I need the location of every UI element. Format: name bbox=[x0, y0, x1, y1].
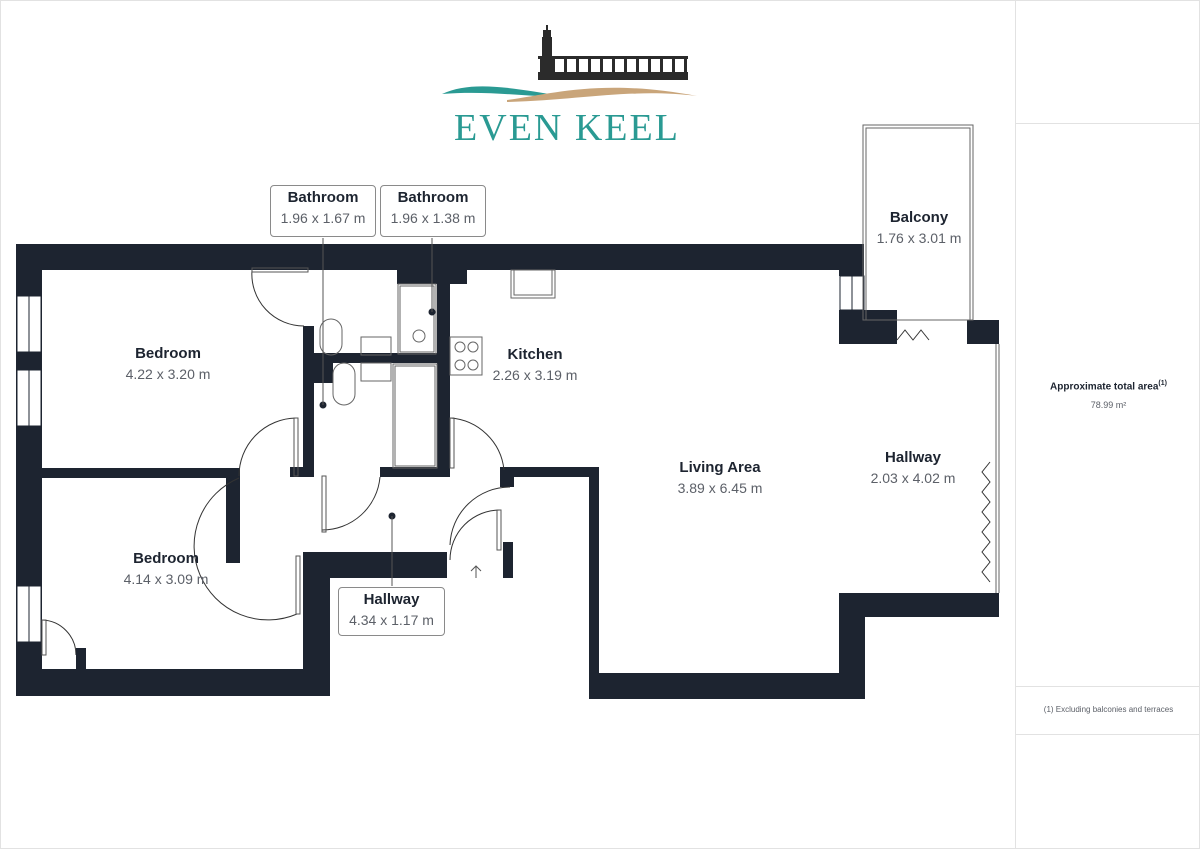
brand-name: EVEN KEEL bbox=[454, 107, 680, 149]
room-dims: 4.14 x 3.09 m bbox=[123, 571, 209, 587]
callout-hallway-1: Hallway 4.34 x 1.17 m bbox=[338, 587, 445, 636]
room-label-bedroom-1: Bedroom 4.22 x 3.20 m bbox=[126, 344, 211, 384]
room-dims: 1.76 x 3.01 m bbox=[876, 230, 962, 246]
room-dims: 2.03 x 4.02 m bbox=[870, 470, 956, 486]
room-name: Bathroom bbox=[287, 189, 359, 206]
footnote: (1) Excluding balconies and terraces bbox=[1043, 705, 1174, 714]
divider bbox=[1016, 734, 1200, 735]
room-name: Kitchen bbox=[507, 346, 563, 363]
summary-panel: Approximate total area(1) 78.99 m² (1) E… bbox=[1015, 0, 1200, 849]
area-title: Approximate total area(1) bbox=[1016, 380, 1200, 392]
brand-logo: EVEN KEEL bbox=[432, 22, 702, 150]
wall-bottom-left bbox=[16, 669, 330, 696]
room-name: Bedroom bbox=[133, 550, 199, 567]
floor-plan: EVEN KEEL Bedroom 4.22 x 3.20 m Bedroom … bbox=[16, 22, 1000, 699]
wall-bedroom-divider bbox=[42, 468, 240, 478]
room-label-living-area: Living Area 3.89 x 6.45 m bbox=[678, 458, 763, 498]
room-name: Living Area bbox=[679, 459, 761, 476]
pier-lighthouse-logo-icon bbox=[442, 25, 697, 102]
divider bbox=[1016, 123, 1200, 124]
room-label-hallway-2: Hallway 2.03 x 4.02 m bbox=[871, 448, 956, 488]
room-dims: 1.96 x 1.38 m bbox=[390, 210, 476, 226]
area-note-marker: (1) bbox=[1158, 380, 1167, 387]
room-name: Hallway bbox=[885, 449, 941, 466]
callout-bathroom-2: Bathroom 1.96 x 1.38 m bbox=[380, 185, 486, 237]
divider bbox=[1016, 686, 1200, 687]
room-name: Bathroom bbox=[397, 189, 469, 206]
room-name: Bedroom bbox=[135, 345, 201, 362]
room-dims: 1.96 x 1.67 m bbox=[280, 210, 366, 226]
callout-bathroom-1: Bathroom 1.96 x 1.67 m bbox=[270, 185, 376, 237]
room-label-balcony: Balcony 1.76 x 3.01 m bbox=[877, 208, 962, 248]
room-label-kitchen: Kitchen 2.26 x 3.19 m bbox=[493, 345, 578, 385]
room-dims: 4.34 x 1.17 m bbox=[349, 612, 434, 628]
room-label-bedroom-2: Bedroom 4.14 x 3.09 m bbox=[124, 549, 209, 589]
area-value: 78.99 m² bbox=[1090, 400, 1127, 410]
room-dims: 2.26 x 3.19 m bbox=[492, 367, 578, 383]
room-name: Hallway bbox=[363, 591, 420, 608]
floor-plan-drawing bbox=[16, 124, 1000, 699]
room-dims: 3.89 x 6.45 m bbox=[677, 480, 763, 496]
room-name: Balcony bbox=[889, 209, 949, 226]
area-title-text: Approximate total area bbox=[1050, 381, 1159, 393]
room-dims: 4.22 x 3.20 m bbox=[125, 366, 211, 382]
